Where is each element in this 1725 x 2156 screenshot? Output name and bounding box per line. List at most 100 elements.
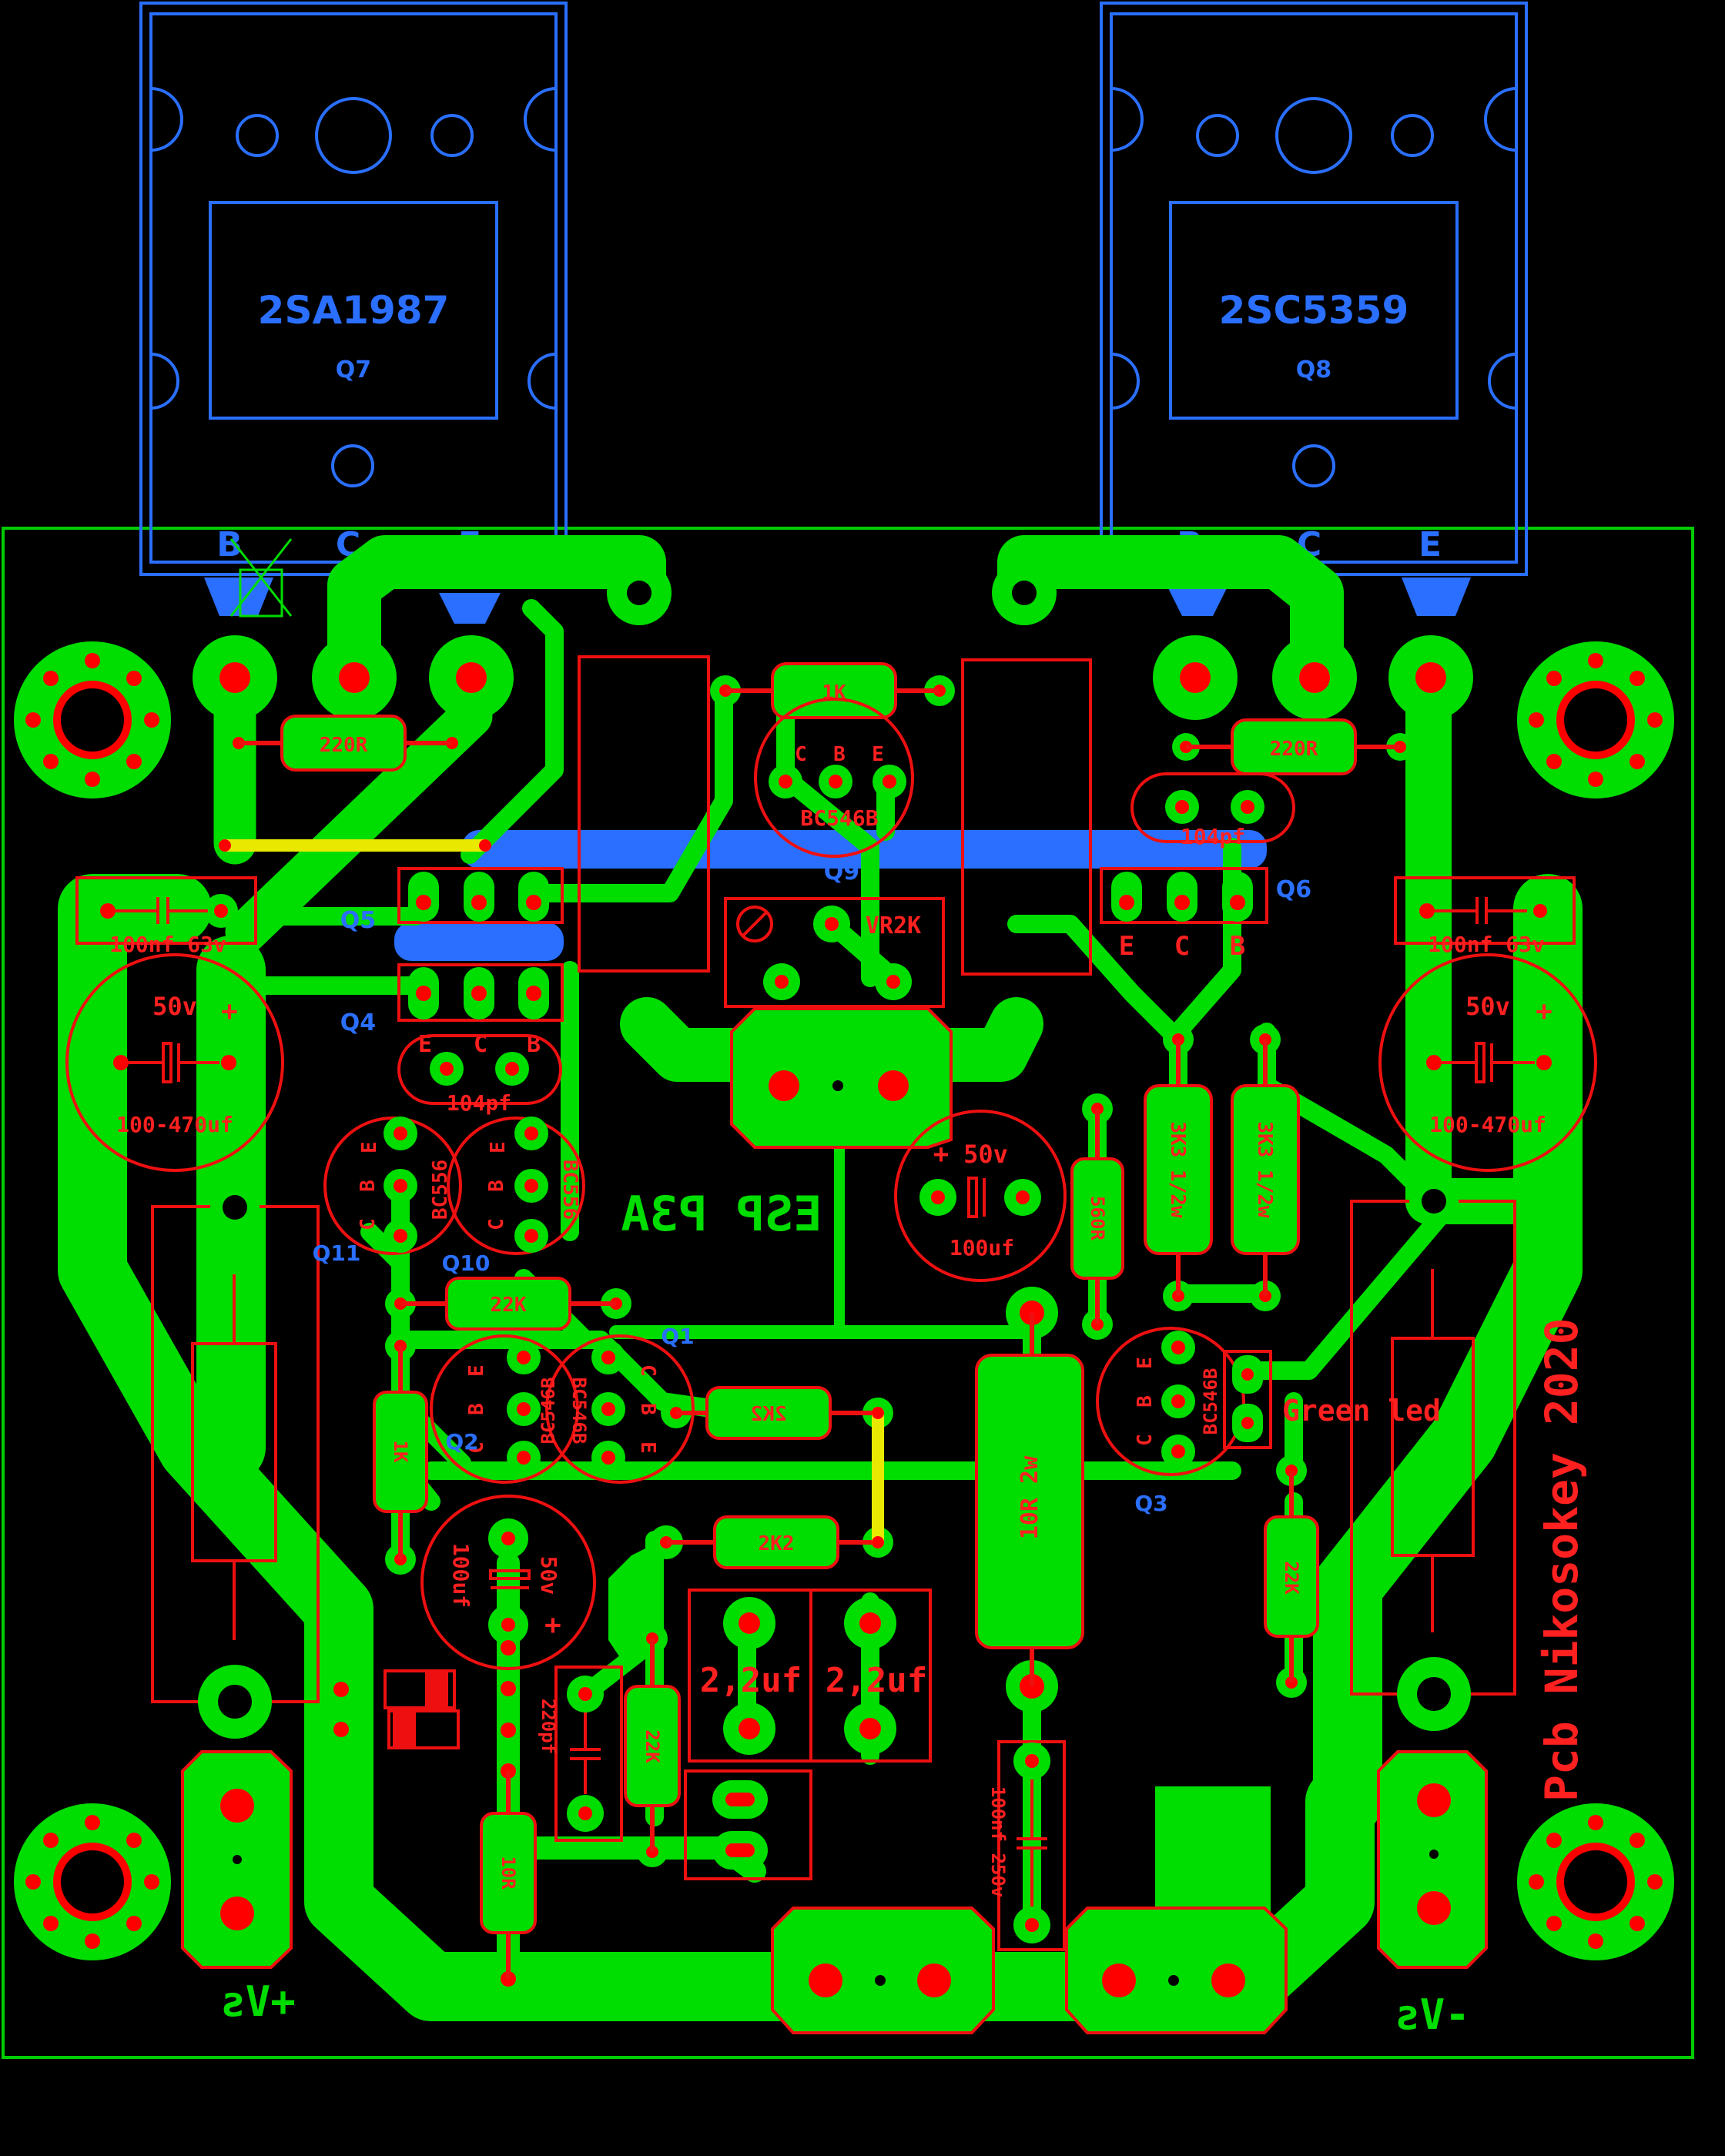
q7-base-mark [229,538,293,618]
q9-part-label: BC546B [800,805,878,831]
c100uf-bottom-plus: + [544,1609,561,1641]
capacitor-104pf-left: 104pf [397,1034,562,1116]
transistor-q2-pair: E B C BC546B BC546B C B E Q2 Q1 [430,1324,695,1484]
r220r-right-label: 220R [1270,738,1318,761]
transistor-q3: E B C BC546B Q3 [1096,1327,1245,1516]
r2k2-a-label: 2K2 [751,1403,787,1426]
resistor-1k-left: 1K [373,1331,428,1575]
resistor-22k-mid: 22K [385,1277,631,1331]
c470-right-value: 100-470uf [1429,1112,1546,1137]
esp-board-label: ESP P3A [621,1186,822,1242]
pad-column [501,1640,516,1738]
q9-pin-c: C [795,743,807,766]
q2b-pin-e: E [636,1441,659,1454]
q2a-pin-e: E [465,1364,488,1377]
r3k3-a-label: 3K3 1/2w [1166,1121,1189,1218]
q3-pin-b: B [1134,1395,1157,1408]
supply-connector-minus: -Vs [1377,1657,1488,2039]
r3k3-b-label: 3K3 1/2w [1253,1121,1276,1218]
q5-pin-b: B [524,931,544,962]
heatsink-outline-right [961,658,1092,976]
capacitor-100nf-250v: 100nf 250v [987,1740,1066,1951]
diodes-pair [333,1669,460,1749]
q7-pin-b: B [216,525,243,564]
top-layer-tabs [204,578,1471,624]
resistor-22k-bottom: 22K [624,1623,681,1867]
q2b-pin-b: B [636,1403,659,1415]
q10-pin-e: E [487,1141,510,1153]
q8-ref-label: Q8 [1296,357,1331,383]
q2a-part-label: BC546B [538,1378,559,1445]
q5-pin-c: C [470,931,489,962]
q6-pin-c: C [1174,931,1190,962]
c104-right-label: 104pf [1181,824,1245,849]
q10-pin-c: C [485,1218,508,1230]
capacitor-2u2-pair: 2,2uf 2,2uf [688,1589,932,1763]
c100uf-mid-plus: + [933,1139,949,1170]
led-green: Green led [1223,1350,1441,1449]
resistor-560r: 560R [1070,1093,1124,1340]
c470-left-value: 100-470uf [116,1112,233,1137]
c100uf-mid-value: 100uf [950,1235,1014,1260]
supply-connector-plus: +Vs [181,1665,296,2026]
r22k-bottom-label: 22K [641,1729,663,1763]
transistor-q9: C B E BC546B Q9 [754,698,914,886]
resistor-2k2-b: 2K2 [649,1515,893,1569]
q6-pin-b: B [1230,931,1245,962]
copper-fill-right-block [1155,1786,1271,1940]
c100uf-mid-voltage: 50v [963,1140,1008,1169]
r560r-label: 560R [1087,1196,1108,1240]
green-led-label: Green led [1282,1394,1441,1428]
q9-pin-b: B [833,743,846,766]
resistor-3k3-b: 3K3 1/2w [1231,1024,1300,1311]
r220r-left-label: 220R [320,734,368,757]
transistor-q6: E C B Q6 [1100,867,1311,962]
vs-minus-label: -Vs [1395,1990,1470,2039]
resistor-1k-top: 1K [710,662,955,719]
connector-center [730,1007,953,1149]
q5-pin-e: E [414,931,432,962]
mount-hole-bottom-left [14,1803,171,1960]
capacitor-100nf-right: 100nf 63v [1394,876,1576,957]
resistor-220r-right: 220R [1172,718,1414,775]
q3-pin-c: C [1134,1434,1157,1446]
trimmer-vr2k: VR2K [724,897,945,1008]
q6-pin-e: E [1119,931,1134,962]
q3-part-label: BC546B [1200,1368,1221,1435]
q7-part-label: 2SA1987 [258,288,450,333]
q2-ref-label: Q2 [445,1429,478,1455]
c104-left-label: 104pf [447,1090,511,1116]
top-layer-bridge [394,922,564,961]
c2u2-a-label: 2,2uf [700,1661,802,1700]
q2b-pin-c: C [636,1364,659,1377]
mounting-holes [14,641,1674,1960]
heatsink-outline-left [578,655,710,973]
output-connector-right [1065,1907,1288,2034]
r22k-mid-label: 22K [491,1294,527,1317]
capacitor-104pf-right: 104pf [1130,772,1295,849]
emitter-resistor-right [1350,1177,1516,1696]
q3-ref-label: Q3 [1134,1491,1167,1516]
q11-pin-c: C [357,1218,380,1230]
q10-ref-label: Q10 [442,1250,491,1276]
c100nf-250v-label: 100nf 250v [987,1786,1009,1898]
capacitor-100uf-mid: + 50v 100uf [894,1110,1067,1282]
mount-hole-top-left [14,641,171,798]
q9-pin-e: E [872,743,884,766]
r2k2-b-label: 2K2 [759,1532,795,1555]
q3-pin-e: E [1134,1357,1157,1369]
q2a-pin-b: B [465,1403,488,1415]
transistor-q4: E C B Q4 [340,963,564,1058]
q11-ref-label: Q11 [313,1240,361,1266]
capacitor-470uf-left: 50v + 100-470uf [65,953,284,1172]
q2b-part-label: BC546B [568,1378,590,1445]
q11-pin-b: B [357,1180,380,1192]
q10-pin-b: B [485,1180,508,1192]
q6-ref-label: Q6 [1276,876,1311,903]
mount-hole-top-right [1517,641,1674,798]
input-connector [684,1769,812,1880]
r10r-2w-label: 10R 2w [1017,1455,1043,1539]
q4-pin-c: C [474,1031,487,1058]
mount-hole-bottom-right [1517,1803,1674,1960]
